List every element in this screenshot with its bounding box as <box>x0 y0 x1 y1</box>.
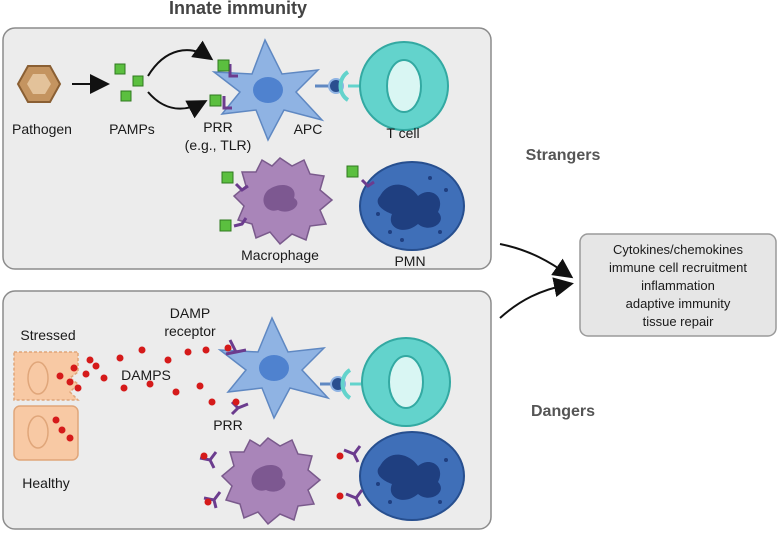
healthy-cell <box>13 405 79 461</box>
macrophage-cell <box>232 157 334 246</box>
pmn-cell-dangers <box>359 431 465 521</box>
prr-example-label: (e.g., TLR) <box>185 137 252 153</box>
stressed-label: Stressed <box>20 327 75 343</box>
apc-label: APC <box>294 121 323 137</box>
outcome-item: adaptive immunity <box>626 296 731 311</box>
outcomes-box <box>579 233 777 337</box>
outcome-item: inflammation <box>641 278 715 293</box>
t-cell <box>359 41 449 131</box>
prr-receptor-dangers <box>230 398 249 416</box>
prr-receptor-top <box>217 59 238 78</box>
pamps-to-prr-arrow-bottom <box>147 91 208 119</box>
outcome-item: tissue repair <box>643 314 714 329</box>
pmn-label: PMN <box>394 253 425 269</box>
damps-label: DAMPS <box>121 367 171 383</box>
dangers-label: Dangers <box>531 403 595 420</box>
healthy-label: Healthy <box>22 475 69 491</box>
pathogen-label: Pathogen <box>12 121 72 137</box>
damp-receptor-label-line2: receptor <box>164 323 216 339</box>
macrophage-label: Macrophage <box>241 247 319 263</box>
stressed-cell <box>13 351 80 401</box>
pmn-cell <box>359 161 465 251</box>
t-cell-dangers <box>361 337 451 427</box>
antigen-presentation-synapse-dangers <box>320 368 364 400</box>
pmn-receptor-dangers-top <box>336 445 362 463</box>
prr-receptor-bottom <box>209 94 232 110</box>
pathogen-icon <box>16 65 62 103</box>
pmn-receptor-dangers-bottom <box>336 489 364 507</box>
strangers-to-outcomes-arrow <box>499 243 574 279</box>
outcome-item: immune cell recruitment <box>609 260 747 275</box>
dangers-to-outcomes-arrow <box>499 277 574 319</box>
outcome-item: Cytokines/chemokines <box>613 242 744 257</box>
pamp-molecules <box>114 63 144 102</box>
strangers-label: Strangers <box>526 147 601 164</box>
apc-cell <box>211 38 325 142</box>
pmn-receptor <box>346 165 375 188</box>
macrophage-receptor-top <box>221 171 249 192</box>
macrophage-receptor-bottom <box>219 217 248 232</box>
damp-receptor-label: DAMP <box>170 305 210 321</box>
macrophage-receptor-dangers-top <box>199 451 218 469</box>
t-cell-label: T cell <box>386 125 419 141</box>
apc-cell-dangers <box>217 316 331 420</box>
damp-molecules <box>52 346 216 442</box>
macrophage-cell-dangers <box>220 437 322 526</box>
prr-label-dangers: PRR <box>213 417 243 433</box>
diagram-title: Innate immunity <box>169 0 307 18</box>
macrophage-receptor-dangers-bottom <box>203 491 222 509</box>
pamps-to-prr-arrow-top <box>147 40 214 77</box>
prr-label: PRR <box>203 119 233 135</box>
pamps-label: PAMPs <box>109 121 155 137</box>
damp-receptor-icon <box>224 339 247 356</box>
